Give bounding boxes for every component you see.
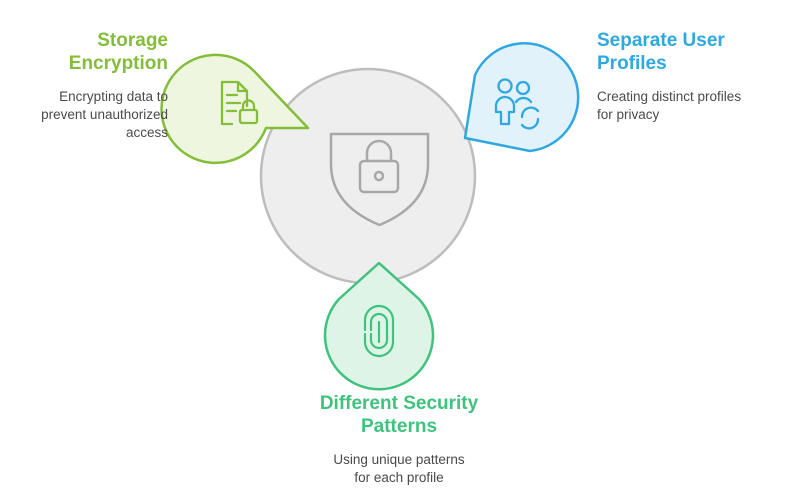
separate-user-profiles-title-line: Profiles [597, 53, 667, 74]
separate-user-profiles-title: Separate User Profiles [597, 29, 787, 75]
storage-encryption-block: Storage Encryption Encrypting data to pr… [0, 29, 168, 142]
different-security-patterns-desc-line: Using unique patterns [333, 452, 465, 467]
storage-encryption-desc-line: Encrypting data to [59, 89, 168, 104]
storage-encryption-title: Storage Encryption [0, 29, 168, 75]
different-security-patterns-desc-line: for each profile [354, 470, 444, 485]
storage-drop [160, 53, 310, 165]
document-lock-icon [220, 80, 259, 126]
storage-encryption-desc-line: prevent unauthorized [41, 107, 168, 122]
storage-encryption-title-line: Encryption [68, 53, 168, 74]
storage-encryption-title-line: Storage [97, 30, 168, 51]
different-security-patterns-block: Different Security Patterns Using unique… [249, 392, 549, 487]
separate-user-profiles-description: Creating distinct profiles for privacy [597, 88, 787, 124]
separate-user-profiles-desc-line: Creating distinct profiles [597, 89, 742, 104]
fingerprint-icon [363, 304, 395, 358]
different-security-patterns-title-line: Different Security [319, 393, 479, 414]
different-security-patterns-description: Using unique patterns for each profile [249, 451, 549, 487]
separate-user-profiles-title-line: Separate User [597, 30, 725, 51]
storage-encryption-description: Encrypting data to prevent unauthorized … [0, 88, 168, 142]
shield-lock-icon [329, 132, 430, 227]
different-security-patterns-title: Different Security Patterns [249, 392, 549, 438]
different-security-patterns-title-line: Patterns [360, 416, 438, 437]
users-sync-icon [494, 78, 540, 130]
separate-user-profiles-block: Separate User Profiles Creating distinct… [597, 29, 787, 124]
storage-encryption-desc-line: access [125, 125, 168, 140]
separate-user-profiles-desc-line: for privacy [597, 107, 660, 122]
center-circle [259, 67, 477, 285]
